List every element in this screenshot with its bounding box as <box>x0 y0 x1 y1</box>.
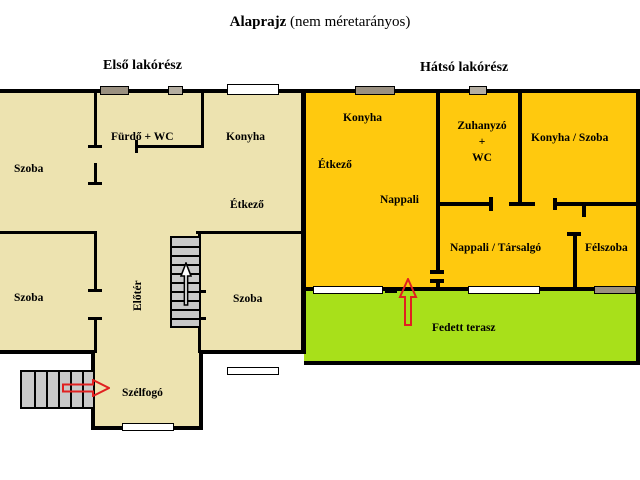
door-jamb-terrace-1 <box>385 290 397 293</box>
room-label-nappali-tarsalgo: Nappali / Társalgó <box>450 242 542 254</box>
page-title: Alaprajz (nem méretarányos) <box>0 14 640 31</box>
wall-back-v4 <box>573 234 577 290</box>
terrace-window-1 <box>594 286 636 294</box>
room-label-konyha-front: Konyha <box>226 131 265 143</box>
wall-front-v1a <box>94 89 97 147</box>
room-label-zuhanyzo: Zuhanyzó <box>457 120 507 132</box>
wall-front-v1b <box>94 163 97 185</box>
room-label-etkezo-back: Étkező <box>318 159 352 171</box>
room-label-zuhanyzo-plus: + <box>478 136 486 148</box>
room-label-szoba-bottom-mid: Szoba <box>233 293 263 305</box>
front-unit-fill <box>0 89 304 354</box>
entry-staircase <box>20 370 95 409</box>
section-heading-front: Első lakórész <box>103 58 182 73</box>
back-unit-fill <box>304 89 640 289</box>
terrace-door-2 <box>468 286 540 294</box>
exterior-wall-bottom-back <box>304 361 640 365</box>
door-jamb-back-5 <box>521 202 535 206</box>
room-label-szoba-bottom-left: Szoba <box>14 292 44 304</box>
entry-direction-arrow <box>62 379 110 397</box>
terrace-entry-arrow <box>398 278 418 326</box>
interior-staircase <box>170 236 201 328</box>
wall-front-v2 <box>201 89 204 146</box>
terrace-door-1 <box>313 286 383 294</box>
wall-front-v6 <box>198 318 201 353</box>
room-label-fedett-terasz: Fedett terasz <box>432 322 496 334</box>
wall-front-h1 <box>136 145 204 148</box>
room-label-etkezo-front: Étkező <box>230 199 264 211</box>
exterior-wall-right <box>636 89 640 365</box>
room-label-szelfogo: Szélfogó <box>122 387 163 399</box>
wall-front-h3 <box>196 231 304 234</box>
window-front-1 <box>100 86 129 95</box>
room-label-eloter: Előtér <box>132 280 144 311</box>
door-jamb-back-4 <box>509 202 519 206</box>
door-jamb-front-2 <box>88 182 102 185</box>
wall-front-h2 <box>0 231 96 234</box>
room-label-konyha-szoba: Konyha / Szoba <box>531 132 609 144</box>
room-label-konyha-back: Konyha <box>343 112 382 124</box>
page-title-main: Alaprajz <box>229 14 287 30</box>
room-label-furdo-wc: Fürdő + WC <box>111 131 174 143</box>
room-label-wc: WC <box>472 152 492 164</box>
door-jamb-front-1 <box>88 145 102 148</box>
wall-back-v2 <box>436 202 440 274</box>
window-vestibule <box>122 423 174 431</box>
wall-back-h2 <box>556 202 640 206</box>
window-front-3 <box>227 84 279 95</box>
door-jamb-back-6 <box>553 198 557 210</box>
party-wall <box>301 89 306 354</box>
vestibule-wall-right <box>199 350 203 430</box>
door-jamb-back-3 <box>430 279 444 283</box>
wall-back-v1 <box>436 89 440 203</box>
wall-back-v3 <box>518 89 522 206</box>
window-front-4 <box>227 367 279 375</box>
room-label-felszoba: Félszoba <box>585 242 628 254</box>
wall-back-h1 <box>436 202 492 206</box>
door-jamb-front-4 <box>88 289 102 292</box>
page-title-note: (nem méretarányos) <box>290 14 411 30</box>
door-jamb-back-1 <box>489 197 493 211</box>
door-jamb-front-3 <box>135 140 138 153</box>
door-jamb-back-8 <box>567 232 581 236</box>
exterior-wall-bottom-front-left <box>0 350 95 354</box>
room-label-nappali: Nappali <box>380 194 419 206</box>
terrace-fill <box>304 289 640 365</box>
stair-up-arrow <box>180 262 192 306</box>
section-heading-back: Hátsó lakórész <box>420 60 509 75</box>
window-front-2 <box>168 86 183 95</box>
door-jamb-back-7 <box>582 205 586 217</box>
exterior-wall-bottom-front-right <box>199 350 304 354</box>
door-jamb-front-5 <box>88 317 102 320</box>
door-jamb-back-2 <box>430 270 444 274</box>
wall-back-v2-stub <box>436 281 440 289</box>
wall-front-v3 <box>94 231 97 292</box>
exterior-wall-top <box>0 89 640 93</box>
vestibule-fill <box>91 354 203 430</box>
room-label-szoba-top-left: Szoba <box>14 163 44 175</box>
window-back-2 <box>469 86 487 95</box>
wall-front-v4 <box>94 318 97 353</box>
window-back-1 <box>355 86 395 95</box>
